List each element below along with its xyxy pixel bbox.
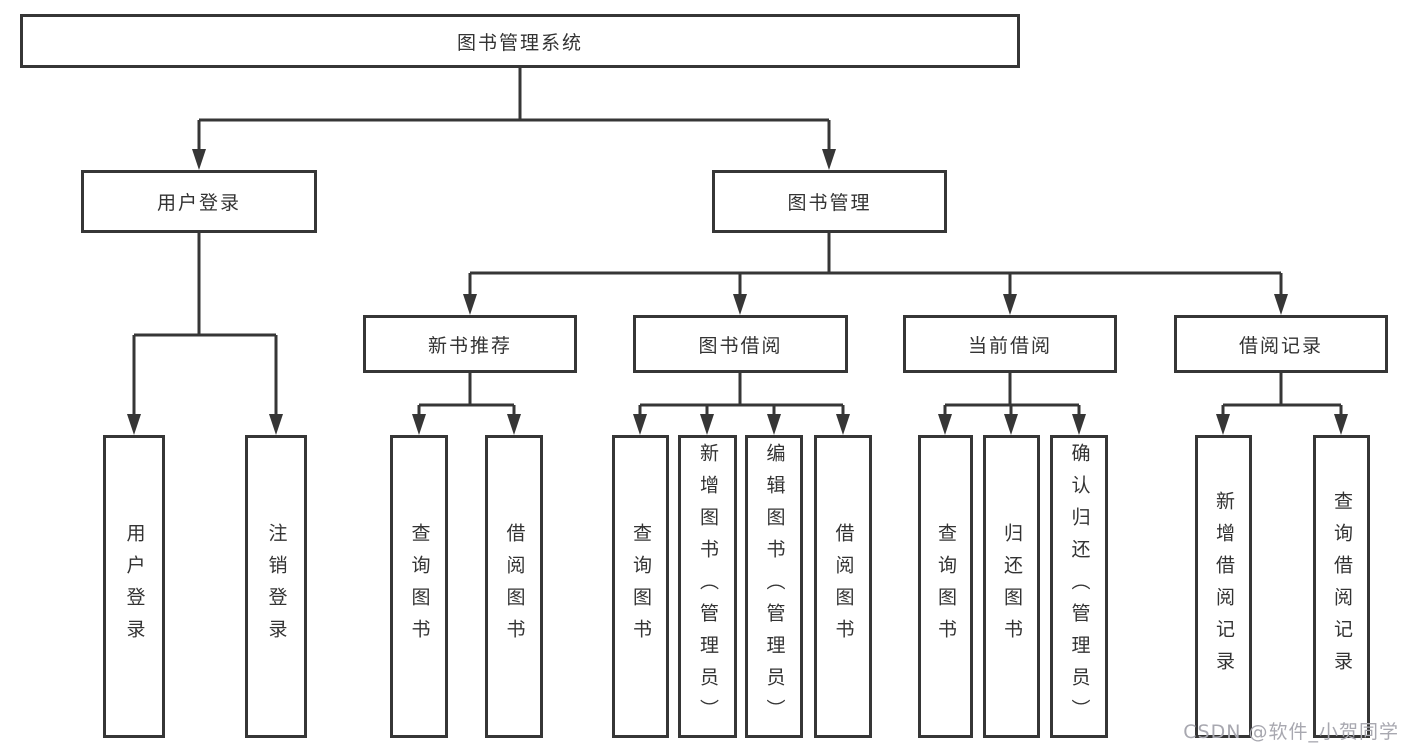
node-book-borrowing: 图书借阅	[633, 315, 848, 373]
node-label: 编辑图书（管理员）	[763, 442, 786, 731]
node-label: 查询图书	[629, 522, 652, 651]
node-root-library-management-system: 图书管理系统	[20, 14, 1020, 68]
node-label: 新增图书（管理员）	[696, 442, 719, 731]
leaf-bb-edit-book-admin: 编辑图书（管理员）	[745, 435, 803, 738]
connector-book-borrow-children	[633, 373, 850, 435]
node-label: 图书管理	[787, 192, 872, 214]
node-label: 新书推荐	[427, 334, 512, 357]
leaf-bb-borrow-book: 借阅图书	[814, 435, 872, 738]
leaf-nbr-borrow-book: 借阅图书	[485, 435, 543, 738]
node-label: 图书管理系统	[456, 31, 583, 54]
node-user-login: 用户登录	[81, 170, 317, 233]
leaf-nbr-query-book: 查询图书	[390, 435, 448, 738]
node-label: 用户登录	[123, 522, 146, 651]
connector-user-login-children	[127, 233, 283, 435]
node-book-management: 图书管理	[712, 170, 947, 233]
leaf-cb-return-book: 归还图书	[983, 435, 1040, 738]
node-label: 注销登录	[265, 522, 288, 651]
csdn-watermark: CSDN @软件_小贺同学	[1183, 721, 1399, 743]
leaf-bb-query-book: 查询图书	[612, 435, 669, 738]
connector-new-book-rec-children	[412, 373, 521, 435]
node-label: 借阅图书	[832, 522, 855, 651]
node-label: 借阅图书	[503, 522, 526, 651]
leaf-cb-query-book: 查询图书	[918, 435, 973, 738]
leaf-cb-confirm-return-admin: 确认归还（管理员）	[1050, 435, 1108, 738]
node-label: 查询借阅记录	[1330, 490, 1353, 683]
leaf-user-login: 用户登录	[103, 435, 165, 738]
node-borrowing-records: 借阅记录	[1174, 315, 1388, 373]
node-label: 确认归还（管理员）	[1068, 442, 1091, 731]
node-label: 图书借阅	[698, 334, 783, 357]
node-current-borrowing: 当前借阅	[903, 315, 1117, 373]
leaf-logout: 注销登录	[245, 435, 307, 738]
node-new-book-recommendation: 新书推荐	[363, 315, 577, 373]
connector-current-borrow-children	[938, 373, 1086, 435]
connector-borrow-records-children	[1216, 373, 1348, 435]
node-label: 查询图书	[408, 522, 431, 651]
leaf-br-query-record: 查询借阅记录	[1313, 435, 1370, 738]
leaf-bb-add-book-admin: 新增图书（管理员）	[678, 435, 737, 738]
node-label: 新增借阅记录	[1212, 490, 1235, 683]
node-label: 用户登录	[156, 192, 241, 214]
connector-root-to-level2	[192, 68, 836, 170]
leaf-br-add-record: 新增借阅记录	[1195, 435, 1252, 738]
node-label: 归还图书	[1000, 522, 1023, 651]
connector-book-mgmt-children	[463, 233, 1288, 315]
node-label: 查询图书	[934, 522, 957, 651]
node-label: 当前借阅	[967, 334, 1052, 357]
node-label: 借阅记录	[1238, 334, 1323, 357]
